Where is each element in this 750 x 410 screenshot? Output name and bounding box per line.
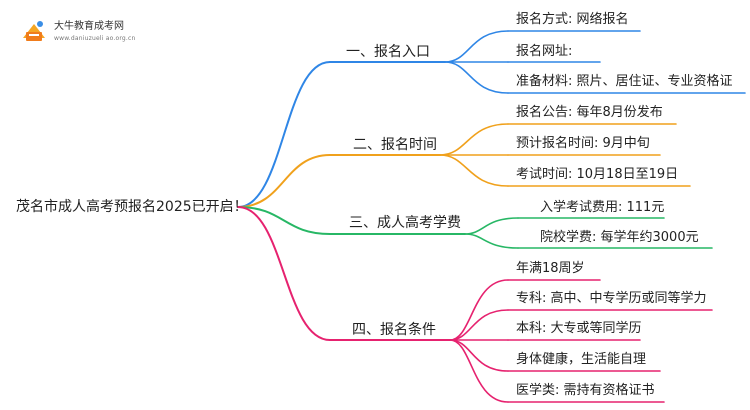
leaf-connector-requirements-4	[449, 339, 509, 403]
trunk-registration-time	[237, 154, 331, 208]
leaf-expected-registration-time: 预计报名时间: 9月中旬	[516, 136, 650, 151]
leaf-medical-requirement: 医学类: 需持有资格证书	[516, 383, 655, 398]
book-logo-icon	[23, 21, 45, 41]
leaf-connector-requirements-0	[449, 279, 509, 341]
branch-label-registration-time: 二、报名时间	[353, 137, 437, 153]
logo-title: 大牛教育成考网	[54, 21, 124, 32]
leaf-connector-tuition-1	[464, 233, 519, 249]
leaf-connector-requirements-1	[449, 309, 509, 341]
leaf-age-requirement: 年满18周岁	[516, 261, 585, 276]
leaf-announcement: 报名公告: 每年8月份发布	[516, 105, 663, 120]
leaf-connector-registration-time-0	[439, 123, 509, 156]
leaf-associate-requirement: 专科: 高中、中专学历或同等学力	[516, 291, 707, 306]
branch-label-registration-entry: 一、报名入口	[346, 44, 430, 60]
logo-url: www.daniuzueli ao.org.cn	[54, 35, 136, 42]
leaf-required-materials: 准备材料: 照片、居住证、专业资格证	[516, 74, 733, 89]
site-logo: 大牛教育成考网 www.daniuzueli ao.org.cn	[20, 18, 160, 46]
leaf-connector-registration-entry-0	[444, 30, 509, 63]
trunk-requirements	[237, 206, 331, 341]
branch-label-tuition: 三、成人高考学费	[349, 215, 461, 231]
trunk-registration-entry	[237, 61, 331, 208]
leaf-connector-registration-time-2	[439, 154, 509, 187]
trunk-tuition	[237, 206, 331, 235]
leaf-bachelor-requirement: 本科: 大专或等同学历	[516, 321, 642, 336]
root-topic: 茂名市成人高考预报名2025已开启！	[16, 199, 248, 215]
leaf-registration-method: 报名方式: 网络报名	[516, 12, 629, 27]
leaf-connector-registration-entry-2	[444, 61, 509, 94]
leaf-health-requirement: 身体健康，生活能自理	[516, 352, 647, 367]
leaf-school-tuition: 院校学费: 每学年约3000元	[540, 230, 699, 245]
leaf-exam-fee: 入学考试费用: 111元	[540, 200, 665, 215]
leaf-connector-tuition-0	[464, 217, 519, 235]
leaf-exam-time: 考试时间: 10月18日至19日	[516, 167, 679, 182]
branch-label-requirements: 四、报名条件	[352, 322, 436, 338]
leaf-registration-url: 报名网址:	[516, 44, 573, 59]
